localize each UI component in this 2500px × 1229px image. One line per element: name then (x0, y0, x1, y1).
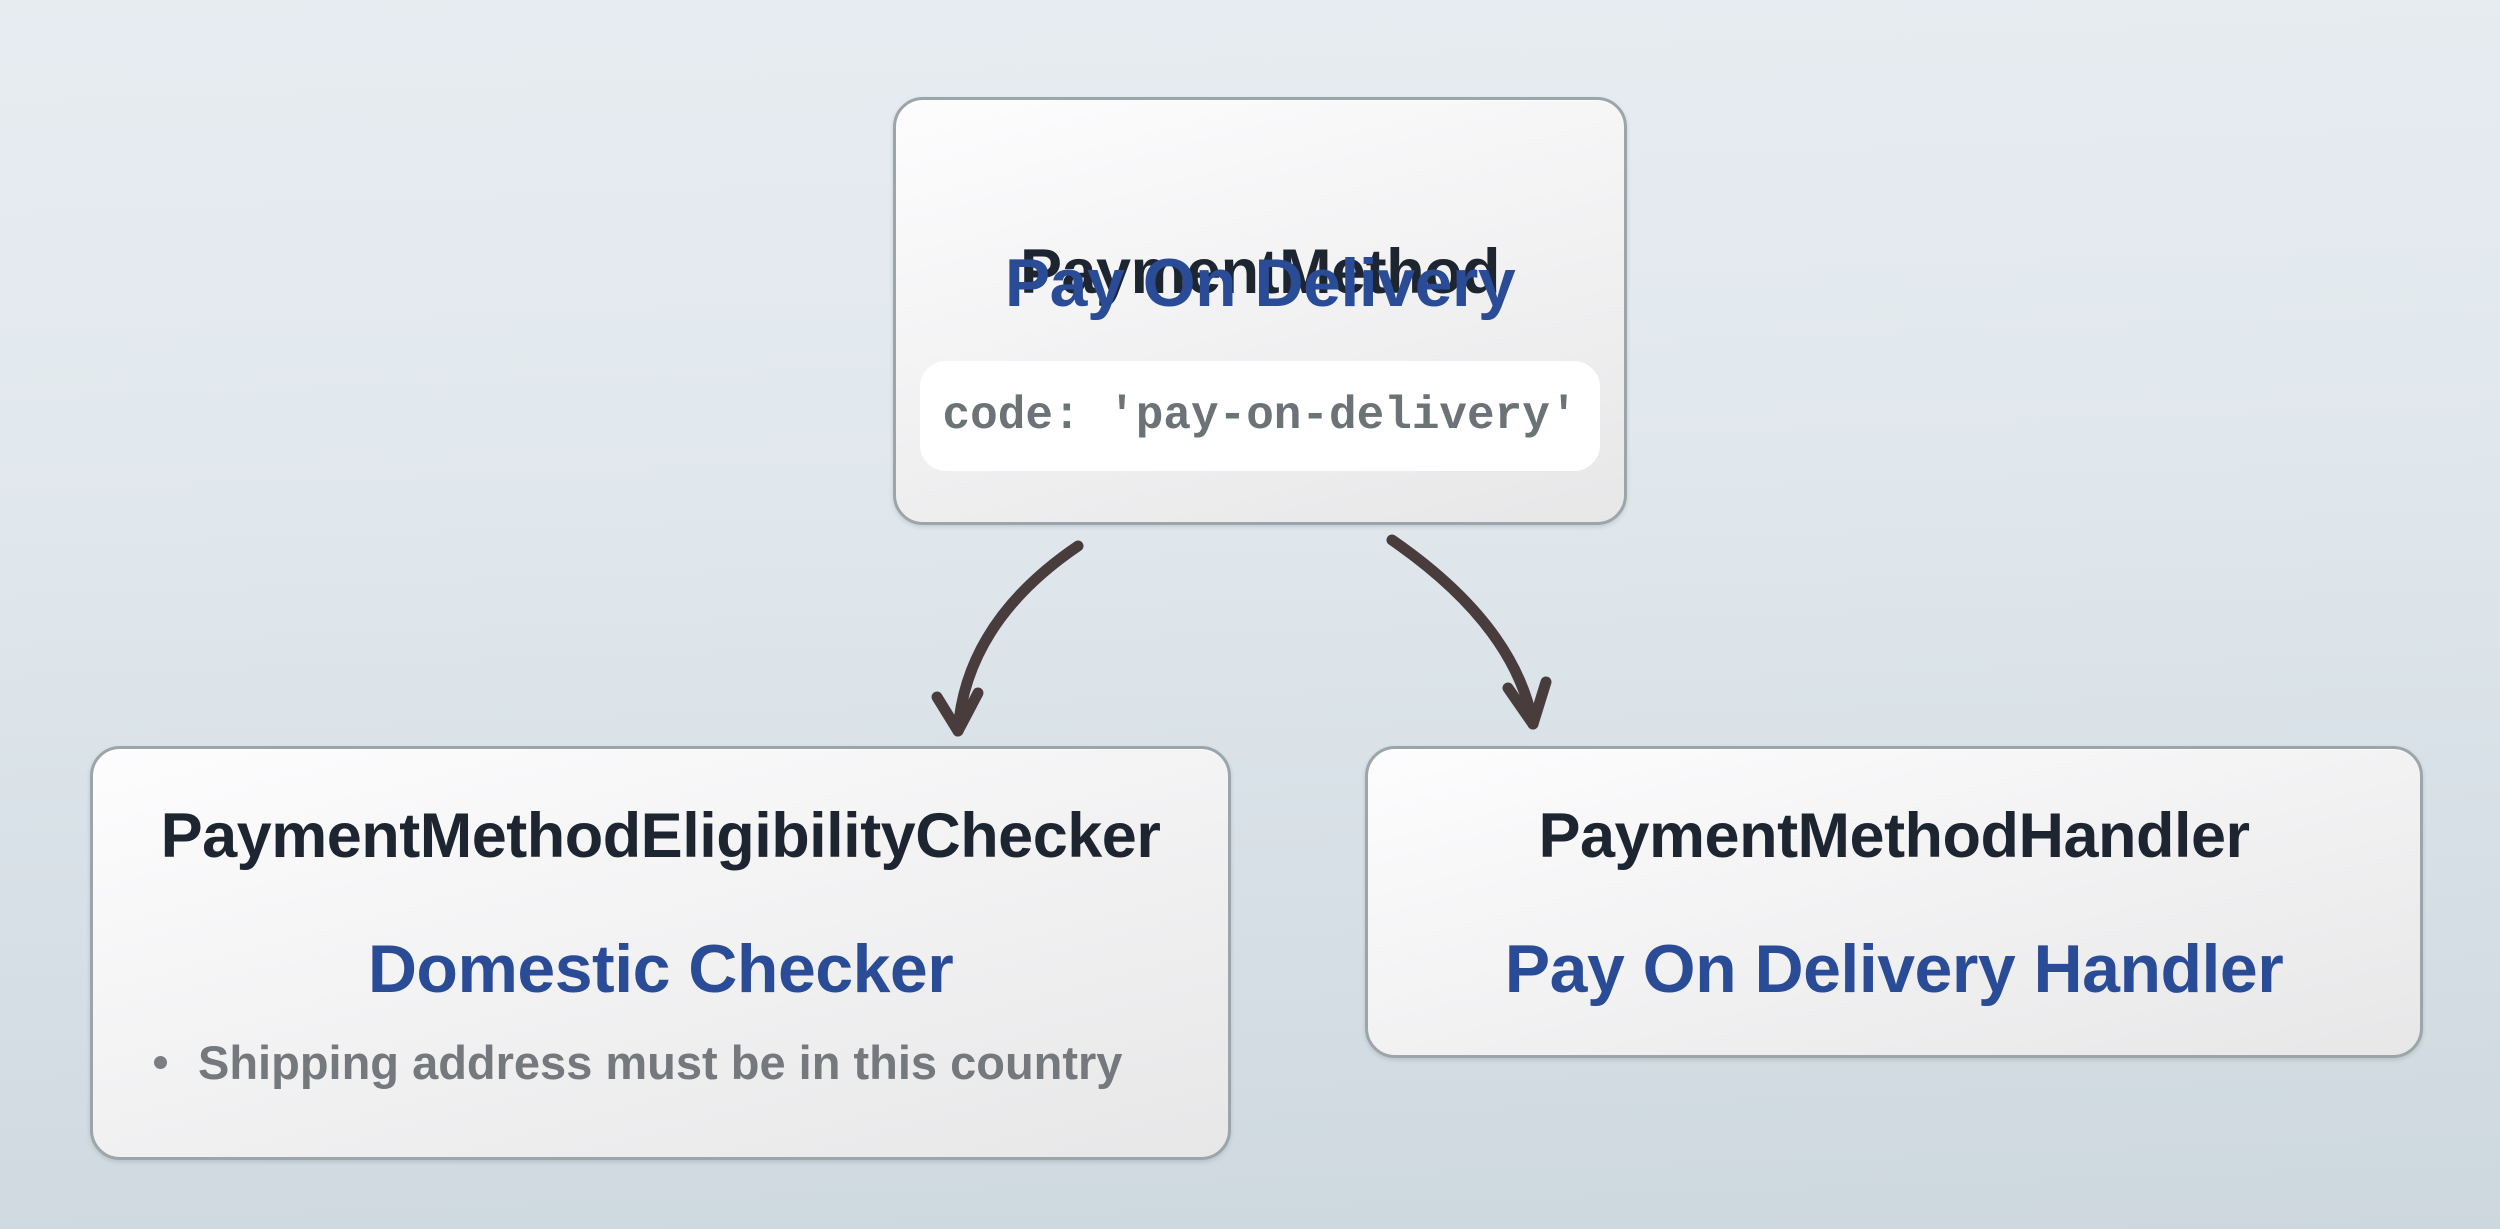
edge-arrow-to-handler (1386, 534, 1552, 730)
edge-arrow-to-eligibility-checker (931, 540, 1084, 737)
code-text: code: 'pay-on-delivery' (942, 390, 1578, 442)
node-handler: PaymentMethodHandler Pay On Delivery Han… (1365, 746, 2423, 1058)
node-payment-method: PaymentMethod Pay On Delivery code: 'pay… (893, 97, 1627, 525)
node-handler-label: Pay On Delivery Handler (1504, 931, 2284, 1007)
rule-list-item: Shipping address must be in this country (137, 1039, 1208, 1086)
node-eligibility-checker-label: Domestic Checker (367, 931, 954, 1007)
node-handler-title: PaymentMethodHandler (1538, 801, 2250, 871)
bullet-icon (154, 1056, 167, 1069)
node-payment-method-label: Pay On Delivery (1004, 245, 1516, 321)
rule-text: Shipping address must be in this country (198, 1036, 1123, 1089)
node-eligibility-checker-title: PaymentMethodEligibilityChecker (160, 801, 1161, 871)
node-eligibility-checker: PaymentMethodEligibilityChecker Domestic… (90, 746, 1231, 1160)
code-pill: code: 'pay-on-delivery' (920, 361, 1600, 471)
node-payment-method-title: PaymentMethod (1019, 237, 1501, 307)
